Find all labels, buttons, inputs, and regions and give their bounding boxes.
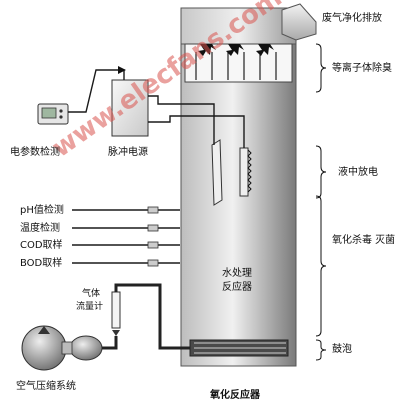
diffuser-holes bbox=[194, 342, 286, 354]
tank-body bbox=[180, 43, 297, 367]
electric-param-meter bbox=[37, 103, 69, 125]
discharge-electrode-right bbox=[239, 147, 249, 197]
discharge-zigzag bbox=[247, 149, 252, 193]
pulse-power-box bbox=[111, 79, 149, 137]
discharge-electrode-left bbox=[211, 139, 223, 206]
reactor-tank bbox=[180, 3, 317, 367]
pulse-power-supply bbox=[111, 79, 149, 137]
oxidation-reactor-label: 氧化反应器 bbox=[209, 388, 261, 401]
air-compressor-label: 空气压缩系统 bbox=[16, 379, 76, 392]
bubbling-label: 鼓泡 bbox=[332, 342, 352, 355]
water-treatment-label-line2: 反应器 bbox=[222, 280, 252, 293]
tank-top-hood bbox=[180, 7, 297, 45]
plasma-electrodes bbox=[195, 52, 277, 80]
exhaust-duct bbox=[281, 3, 317, 41]
liquid-discharge-label: 液中放电 bbox=[338, 165, 378, 178]
air-piping bbox=[102, 283, 190, 350]
pulse-power-label: 脉冲电源 bbox=[108, 145, 148, 158]
temperature-label: 温度检测 bbox=[20, 221, 60, 234]
flowmeter-label-line1: 气体 bbox=[82, 287, 100, 299]
air-compressor bbox=[21, 325, 103, 371]
ph-label: pH值检测 bbox=[20, 203, 64, 216]
gas-flowmeter bbox=[111, 291, 121, 336]
water-treatment-label-line1: 水处理 bbox=[222, 267, 252, 279]
cod-label: COD取样 bbox=[20, 238, 63, 251]
exhaust-label: 废气净化排放 bbox=[322, 11, 382, 24]
electric-param-label: 电参数检测 bbox=[10, 145, 60, 158]
sensor-lines bbox=[72, 206, 180, 267]
plasma-discharge-sparks bbox=[198, 44, 274, 56]
electrical-wiring bbox=[68, 66, 245, 148]
flowmeter-label-line2: 流量计 bbox=[76, 300, 103, 312]
plasma-label: 等离子体除臭 bbox=[332, 61, 392, 74]
stage-braces bbox=[315, 43, 327, 361]
oxidation-label: 氧化杀毒 灭菌 bbox=[332, 233, 395, 246]
bod-label: BOD取样 bbox=[20, 256, 62, 269]
